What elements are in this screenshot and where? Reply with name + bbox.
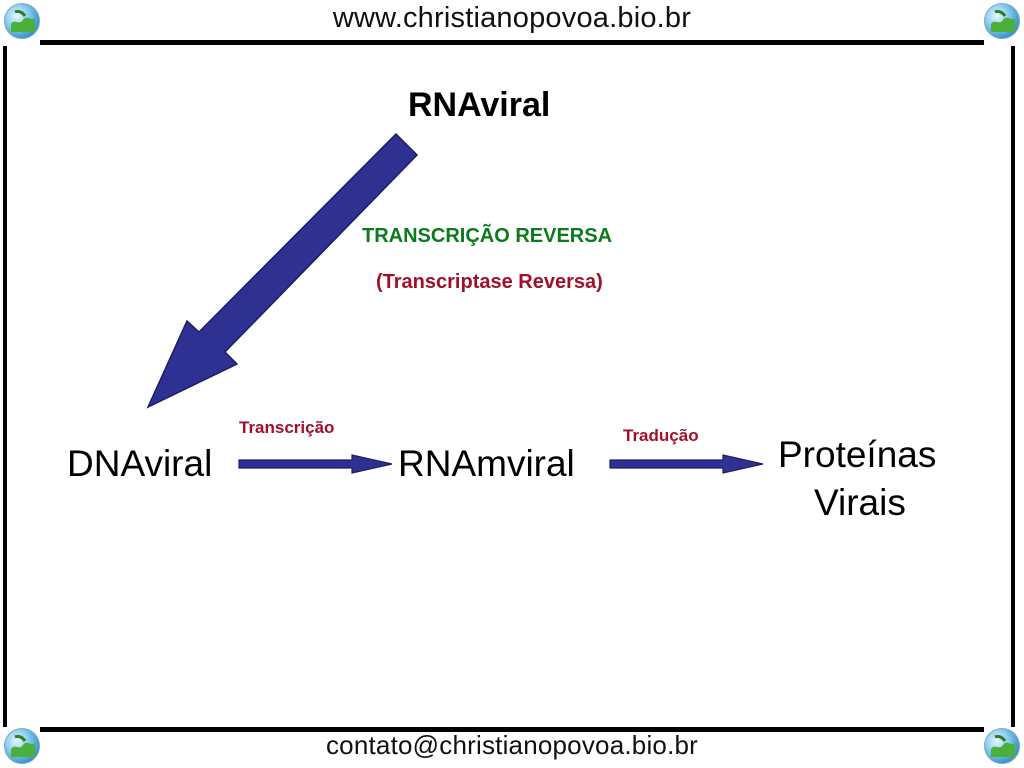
globe-logo-icon <box>984 3 1020 39</box>
mrna-viral-label: RNAmviral <box>398 443 575 484</box>
dna-viral-label: DNAviral <box>67 443 213 484</box>
globe-logo-icon <box>4 728 40 764</box>
content-frame <box>3 46 1015 727</box>
reverse-transcription-label: TRANSCRIÇÃO REVERSA <box>362 225 613 247</box>
transcription-label: Transcrição <box>239 418 335 437</box>
footer-rule <box>40 727 984 732</box>
reverse-transcriptase-label: (Transcriptase Reversa) <box>376 271 603 293</box>
proteins-label-line1: Proteínas <box>778 434 937 475</box>
contact-email: contato@christianopovoa.bio.br <box>325 730 699 760</box>
site-url: www.christianopovoa.bio.br <box>332 2 692 34</box>
proteins-label-line2: Virais <box>814 482 906 523</box>
header-rule <box>40 40 984 45</box>
reverse-transcription-arrow <box>146 132 419 409</box>
translation-arrow <box>609 454 764 474</box>
translation-label: Tradução <box>623 426 699 445</box>
globe-logo-icon <box>984 728 1020 764</box>
transcription-arrow <box>238 454 393 474</box>
globe-logo-icon <box>4 3 40 39</box>
rna-viral-label: RNAviral <box>408 86 551 124</box>
